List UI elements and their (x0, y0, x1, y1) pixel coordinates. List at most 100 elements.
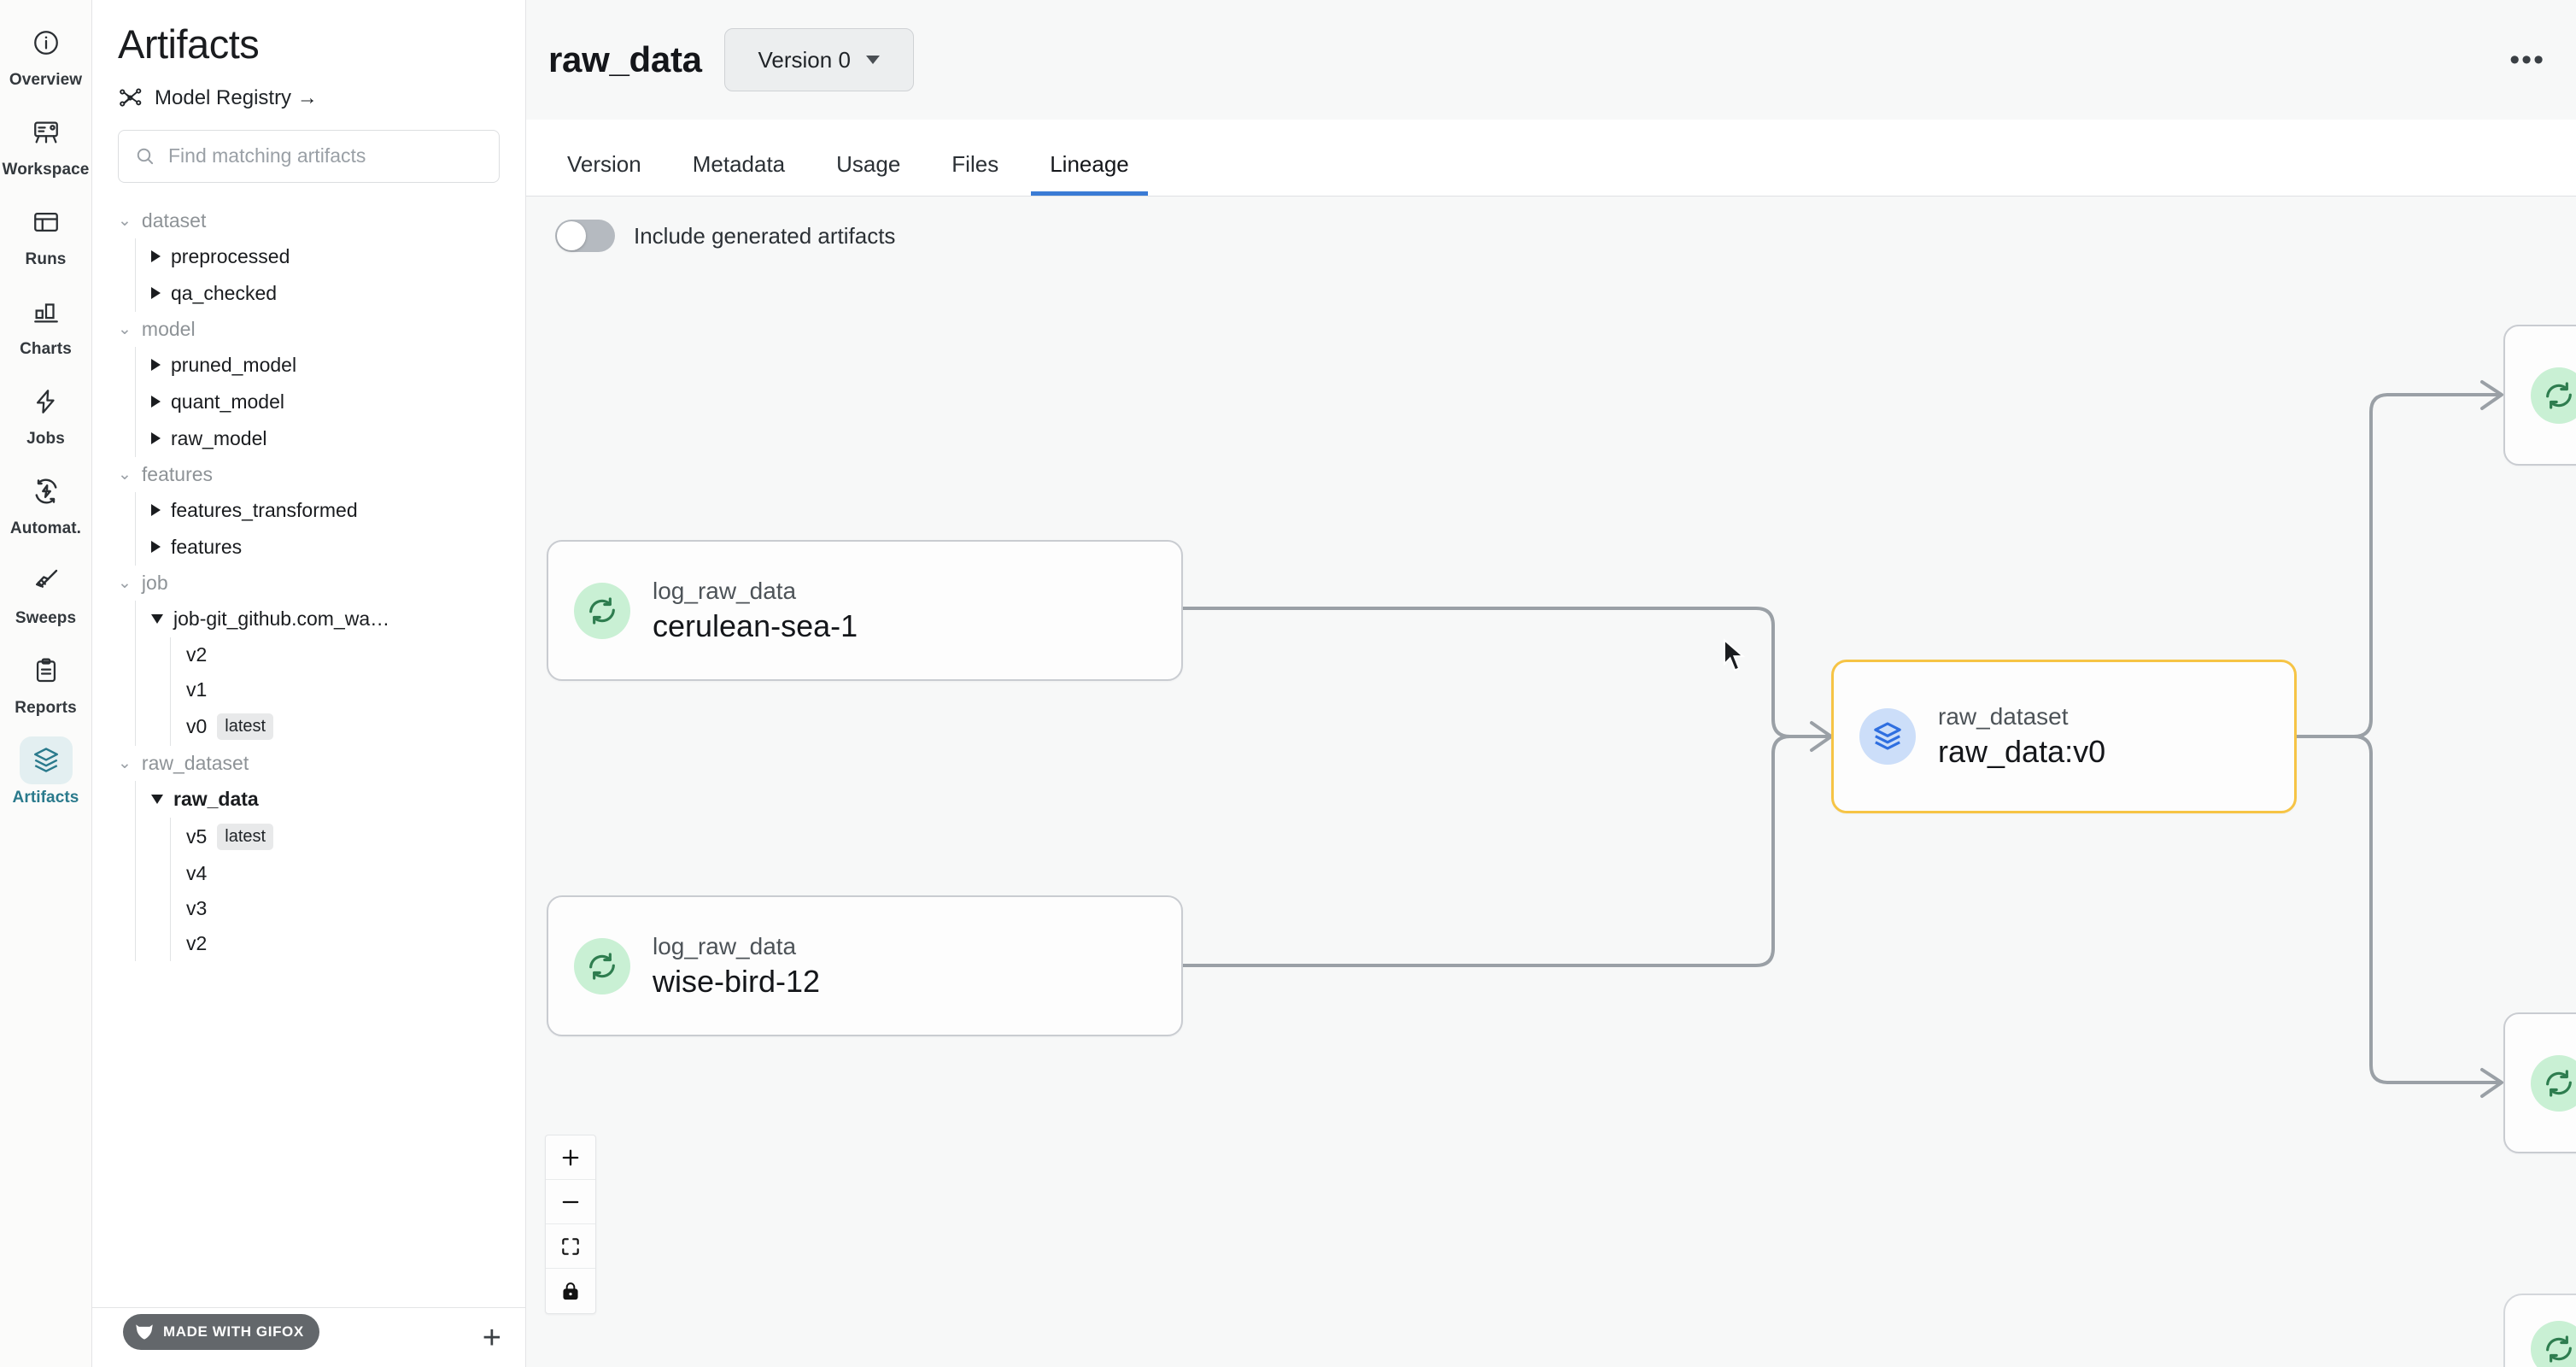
tab-usage[interactable]: Usage (836, 151, 901, 177)
lineage-node-run[interactable]: data_qua absurd- (2503, 325, 2576, 466)
node-subtitle: raw_dataset (1938, 703, 2069, 730)
tree-node[interactable]: features (136, 529, 500, 566)
model-registry-link[interactable]: Model Registry → (118, 85, 500, 111)
run-icon (574, 937, 630, 994)
tree-node[interactable]: qa_checked (136, 275, 500, 312)
search-artifacts-box[interactable] (118, 129, 500, 183)
tree-group-header[interactable]: ⌄model (118, 312, 500, 347)
version-label: v1 (186, 678, 208, 701)
sidebar-item-sweeps[interactable]: Sweeps (3, 557, 89, 628)
chevron-down-icon: ⌄ (118, 465, 132, 484)
tree-node[interactable]: features_transformed (136, 492, 500, 529)
sidebar-item-workspace[interactable]: Workspace (3, 109, 89, 179)
workspace-icon (20, 109, 73, 156)
caret-down-icon (151, 613, 163, 624)
lineage-node-run[interactable]: log_raw_data wise-bird-12 (547, 895, 1183, 1036)
zoom-out-button[interactable] (546, 1180, 595, 1224)
tree-node[interactable]: preprocessed (136, 238, 500, 275)
sidebar-item-jobs[interactable]: Jobs (3, 378, 89, 449)
sidebar-item-overview[interactable]: Overview (3, 19, 89, 90)
sidebar-item-runs[interactable]: Runs (3, 198, 89, 269)
add-artifact-button[interactable]: + (482, 1319, 501, 1356)
gifox-label: MADE WITH GIFOX (163, 1323, 304, 1340)
node-title: raw_data:v0 (1938, 734, 2106, 769)
zoom-in-button[interactable] (546, 1135, 595, 1180)
tree-node[interactable]: raw_data (136, 781, 500, 818)
lineage-node-artifact-selected[interactable]: raw_dataset raw_data:v0 (1831, 660, 2297, 813)
fit-view-button[interactable] (546, 1224, 595, 1269)
lineage-node-run[interactable]: data_qua decent- (2503, 1012, 2576, 1153)
tree-version-item[interactable]: v2 (171, 637, 500, 672)
tree-group-header[interactable]: ⌄ features (118, 457, 500, 492)
lineage-canvas[interactable]: log_raw_data cerulean-sea-1 log_raw_data… (526, 275, 2576, 1367)
tree-group-label: dataset (141, 208, 207, 232)
node-title: cerulean-sea-1 (653, 607, 858, 643)
sidebar-item-label: Workspace (2, 161, 90, 179)
lock-button[interactable] (546, 1269, 595, 1313)
primary-nav-rail: Overview Workspace Runs (0, 0, 92, 1367)
chevron-down-icon (865, 56, 880, 64)
tree-version-item[interactable]: v4 (171, 856, 500, 891)
runs-panel[interactable]: Runs Search Ru (2503, 1294, 2576, 1367)
search-input[interactable] (168, 144, 483, 168)
sidebar-item-automations[interactable]: Automat. (3, 467, 89, 538)
sidebar-item-label: Reports (15, 699, 77, 717)
sidebar-item-reports[interactable]: Reports (3, 647, 89, 718)
version-select[interactable]: Version 0 (723, 28, 914, 91)
caret-right-icon (151, 359, 161, 372)
tab-version[interactable]: Version (567, 151, 641, 177)
caret-right-icon (151, 541, 161, 554)
artifacts-panel-footer: + (92, 1307, 525, 1367)
tree-node[interactable]: pruned_model (136, 347, 500, 384)
model-registry-icon (118, 85, 143, 111)
tree-version-item[interactable]: v3 (171, 891, 500, 926)
chevron-down-icon: ⌄ (118, 573, 132, 592)
tree-node[interactable]: job-git_github.com_wa… (136, 601, 500, 637)
tree-group-label: model (141, 317, 196, 340)
bar-chart-icon (20, 288, 73, 336)
sidebar-item-label: Artifacts (12, 789, 79, 807)
sidebar-item-label: Charts (20, 340, 72, 358)
chevron-down-icon: ⌄ (118, 211, 132, 230)
tab-lineage[interactable]: Lineage (1031, 151, 1148, 196)
tree-version-item[interactable]: v1 (171, 672, 500, 707)
clipboard-icon (20, 647, 73, 695)
include-generated-toggle[interactable] (555, 220, 615, 252)
sidebar-item-label: Jobs (26, 430, 65, 448)
gifox-watermark: MADE WITH GIFOX (123, 1314, 319, 1350)
node-text: log_raw_data wise-bird-12 (653, 933, 820, 1000)
chevron-down-icon: ⌄ (118, 754, 132, 772)
lineage-node-run[interactable]: log_raw_data cerulean-sea-1 (547, 540, 1183, 681)
tree-group-header[interactable]: ⌄ dataset (118, 203, 500, 238)
run-icon (2531, 1054, 2576, 1112)
table-icon (20, 198, 73, 246)
more-options-button[interactable]: ••• (2509, 43, 2545, 76)
tree-node[interactable]: quant_model (136, 384, 500, 420)
page-title: Artifacts (118, 21, 260, 67)
sidebar-item-artifacts[interactable]: Artifacts (3, 736, 89, 807)
tree-group-header[interactable]: ⌄ raw_dataset (118, 746, 500, 781)
sidebar-item-charts[interactable]: Charts (3, 288, 89, 359)
tree-node[interactable]: raw_model (136, 420, 500, 457)
broom-icon (20, 557, 73, 605)
artifacts-panel-body: Artifacts Model Registry → (92, 0, 525, 1307)
artifact-header: raw_data Version 0 ••• (526, 0, 2576, 120)
tree-version-item[interactable]: v2 (171, 926, 500, 961)
fox-icon (136, 1324, 153, 1340)
tab-files[interactable]: Files (951, 151, 999, 177)
sidebar-item-label: Automat. (9, 519, 82, 537)
artifact-title: raw_data (548, 39, 702, 79)
tree-group-header[interactable]: ⌄job (118, 566, 500, 601)
caret-right-icon (151, 432, 161, 445)
tab-metadata[interactable]: Metadata (692, 151, 786, 177)
lineage-edges (1180, 380, 2503, 1098)
tree-group-label: features (141, 462, 214, 485)
main-content: raw_data Version 0 ••• Version Metadata Us… (526, 0, 2576, 1367)
tree-group-label: raw_dataset (141, 751, 249, 774)
